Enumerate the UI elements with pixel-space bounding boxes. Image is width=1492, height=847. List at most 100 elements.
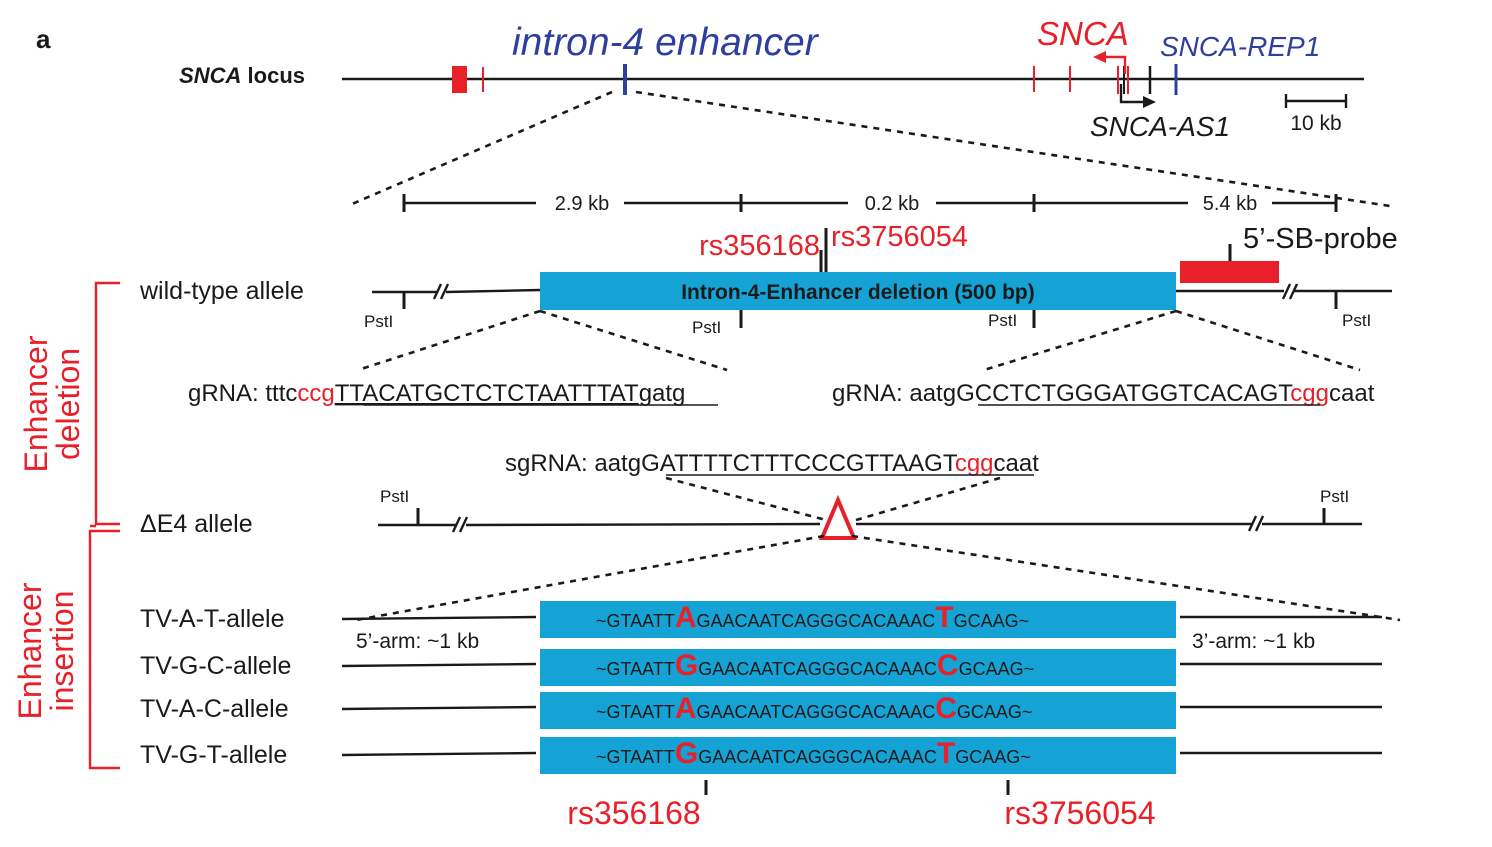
snca-arrow-head (1093, 51, 1106, 63)
tv-allele-seq-part: ~GTAATT (596, 659, 675, 679)
tv-allele-snp: G (675, 737, 698, 770)
tv-allele-seq-part: ~GTAATT (596, 611, 675, 631)
wildtype-allele: wild-type allele PstI PstI PstI PstI Int… (139, 272, 1392, 337)
tv-allele-box (540, 737, 1176, 774)
tv-allele-snp: T (935, 601, 953, 634)
distance-ruler: 2.9 kb 0.2 kb 5.4 kb (402, 193, 1338, 215)
locus-label-rest: locus (241, 63, 305, 88)
tv-alleles: TV-A-T-allele~GTAATTAGAACAATCAGGGCACAAAC… (140, 601, 1382, 774)
snca-gene-label: SNCA (1037, 15, 1129, 52)
break-mark (1247, 515, 1258, 532)
locus-red-exon-block (452, 66, 467, 93)
grna-left-seq: gRNA: tttcccgTTACATGCTCTCTAATTTATgatg (188, 380, 685, 407)
grna-dash (983, 309, 1177, 372)
snca-as1-label: SNCA-AS1 (1090, 111, 1230, 142)
tv-allele-seq: ~GTAATTAGAACAATCAGGGCACAAACCGCAAG~ (596, 692, 1032, 725)
sgrna-post: caat (994, 450, 1040, 477)
sgrna-pam: cgg (955, 450, 994, 477)
grna-right-prefix: gRNA: (832, 380, 909, 407)
tv-allele-seq-part: GAACAATCAGGGCACAAAC (697, 611, 936, 631)
delta-triangle (818, 494, 858, 540)
tv-allele-label: TV-A-T-allele (140, 605, 284, 633)
tv-allele-seq-part: GAACAATCAGGGCACAAAC (697, 702, 936, 722)
tv-allele-box (540, 601, 1176, 638)
grna-right-target: GCCTCTGGGATGGTCACAGT (956, 380, 1293, 407)
ruler-dist-1: 2.9 kb (555, 193, 609, 215)
locus-gene: SNCA (179, 63, 241, 88)
tv-allele-line-left (341, 615, 537, 621)
break-mark-2 (439, 283, 450, 300)
grna-left-pre: tttc (265, 380, 297, 407)
snp-label-rs356168-top: rs356168 (699, 230, 820, 262)
tv-allele-line-left (341, 751, 537, 757)
tv-allele-snp: A (675, 692, 697, 725)
insertion-bracket (88, 529, 120, 770)
tv-allele-snp: C (937, 649, 959, 682)
sgrna-seq: sgRNA: aatgGATTTTCTTTCCCGTTAAGTcggcaat (505, 450, 1039, 477)
psti-label: PstI (988, 311, 1017, 330)
tv-allele-box (540, 649, 1176, 686)
grna-dash (1175, 309, 1361, 372)
panel-label: a (36, 24, 51, 54)
arm-right-label: 3’-arm: ~1 kb (1192, 630, 1315, 653)
tv-allele-seq-part: GAACAATCAGGGCACAAAC (698, 747, 937, 767)
sgrna-pre: aatg (594, 450, 641, 477)
arm-left-label: 5’-arm: ~1 kb (356, 630, 479, 653)
tv-allele-box (540, 692, 1176, 729)
tv-allele-seq-part: GCAAG~ (954, 611, 1030, 631)
probe-bar (1180, 261, 1279, 283)
wildtype-label: wild-type allele (139, 277, 304, 305)
tv-allele-line-left (341, 705, 537, 711)
insertion-side-label-1: Enhancer (12, 582, 48, 719)
zoom-dash-right (635, 90, 1391, 208)
grna-dash (357, 309, 541, 372)
tv-allele-seq: ~GTAATTGGAACAATCAGGGCACAAACCGCAAG~ (596, 649, 1034, 682)
tv-allele-seq-part: GCAAG~ (955, 747, 1031, 767)
locus-row: SNCA locus intron-4 enhancer SNCA SNCA-R… (179, 15, 1364, 142)
as1-arrow-head (1143, 96, 1156, 108)
grna-right-post: caat (1329, 380, 1375, 407)
tv-allele-seq-part: ~GTAATT (596, 747, 675, 767)
deletion-box-label: Intron-4-Enhancer deletion (500 bp) (681, 281, 1035, 304)
break-mark (1281, 283, 1292, 300)
sgrna-target: GATTTTCTTTCCCGTTAAGT (641, 450, 958, 477)
deletion-bracket (94, 281, 120, 526)
tv-allele-seq: ~GTAATTGGAACAATCAGGGCACAAACTGCAAG~ (596, 737, 1031, 770)
tv-allele-line-left (341, 662, 537, 668)
insertion-dash-right (851, 534, 1401, 622)
psti-label: PstI (692, 318, 721, 337)
grna-left-post: gatg (639, 380, 686, 407)
psti-label: PstI (364, 312, 393, 331)
tv-allele-snp: C (935, 692, 957, 725)
snp-label-rs3756054-top: rs3756054 (831, 221, 968, 253)
tv-allele-snp: A (675, 601, 697, 634)
tv-allele-snp: T (937, 737, 955, 770)
sgrna-dash (665, 476, 827, 522)
zoom-dash-left (351, 90, 613, 206)
grna-right-seq: gRNA: aatgGCCTCTGGGATGGTCACAGTcggcaat (832, 380, 1375, 407)
probe-label: 5’-SB-probe (1243, 223, 1398, 255)
ruler-dist-2: 0.2 kb (865, 193, 919, 215)
grna-right-pam: cgg (1290, 380, 1329, 407)
psti-label: PstI (380, 487, 409, 506)
deletion-side-label-2: deletion (50, 348, 86, 460)
tv-allele-label: TV-G-T-allele (140, 741, 287, 769)
de4-label: ΔE4 allele (140, 510, 253, 538)
grna-left-prefix: gRNA: (188, 380, 265, 407)
break-mark (432, 283, 443, 300)
snca-rep1-label: SNCA-REP1 (1160, 31, 1320, 62)
tv-allele-seq-part: GCAAG~ (957, 702, 1033, 722)
scale-bar-label: 10 kb (1290, 112, 1341, 135)
deletion-box (540, 272, 1176, 310)
psti-label: PstI (1320, 487, 1349, 506)
bottom-snp-rs356168: rs356168 (567, 795, 700, 831)
de4-allele: ΔE4 allele PstI PstI (140, 487, 1362, 540)
tv-allele-label: TV-G-C-allele (140, 652, 291, 680)
grna-left-target: TTACATGCTCTCTAATTTAT (335, 380, 639, 407)
grna-left-pam: ccg (297, 380, 334, 407)
insertion-dash-left (355, 534, 825, 622)
grna-dash (539, 309, 728, 372)
tv-allele-seq-part: GCAAG~ (959, 659, 1035, 679)
break-mark-2b (1288, 283, 1299, 300)
